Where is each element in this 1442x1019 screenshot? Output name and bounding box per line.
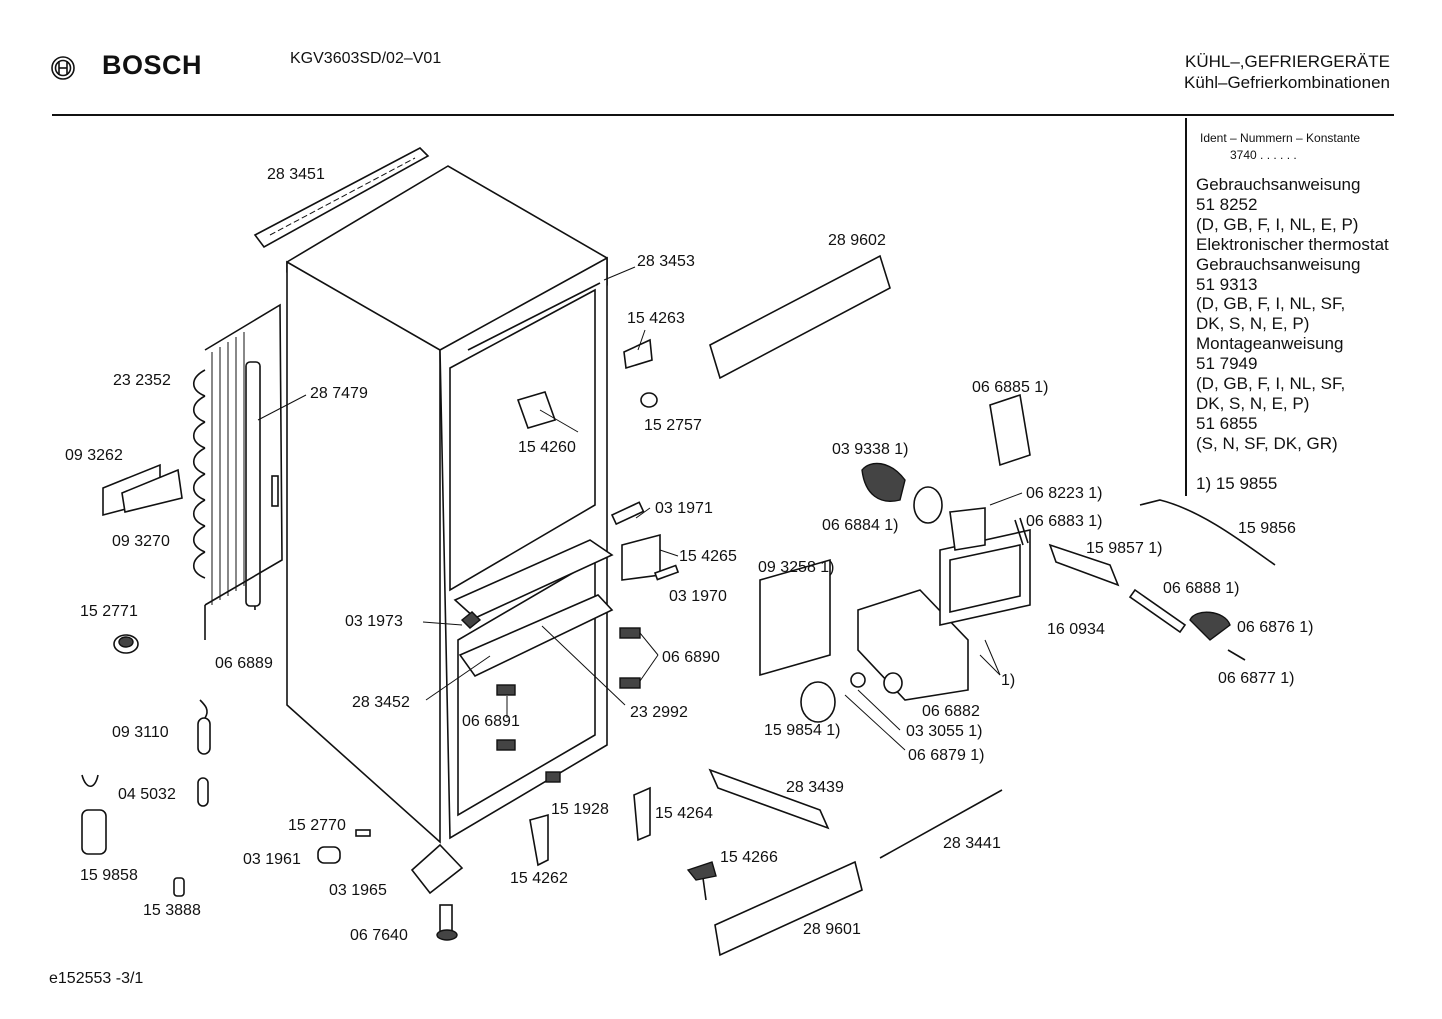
sidebar-line: Montageanweisung: [1196, 334, 1344, 354]
part-label: 06 6884 1): [822, 517, 899, 534]
part-label: 15 4265: [679, 548, 737, 565]
sidebar-footnote: 1) 15 9855: [1196, 474, 1278, 493]
part-label: 15 4262: [510, 870, 568, 887]
sidebar-line: Elektronischer thermostat: [1196, 234, 1389, 254]
hinge-parts: [317, 338, 680, 941]
part-label: 28 9602: [828, 232, 886, 249]
sidebar-line: 51 9313: [1196, 274, 1258, 294]
part-label: 28 3452: [352, 694, 410, 711]
part-label: 15 1928: [551, 801, 609, 818]
sidebar-heading: Ident – Nummern – Konstante: [1200, 131, 1361, 145]
part-label: 15 4264: [655, 805, 713, 822]
cabinet-body-part: [245, 165, 608, 844]
part-label: 06 6876 1): [1237, 619, 1314, 636]
category-subtitle: Kühl–Gefrierkombinationen: [1183, 73, 1390, 92]
sidebar-line: DK, S, N, E, P): [1196, 393, 1310, 413]
part-label: 1): [1001, 672, 1016, 689]
sidebar-line: (D, GB, F, I, NL, SF,: [1196, 374, 1346, 394]
sidebar-document-list: Gebrauchsanweisung 51 8252 (D, GB, F, I,…: [1196, 175, 1389, 454]
part-label: 06 7640: [350, 927, 408, 944]
sidebar-line: Gebrauchsanweisung: [1196, 175, 1361, 194]
top-grille-part: [253, 147, 430, 249]
part-label: 03 1971: [655, 500, 713, 517]
sidebar-line: DK, S, N, E, P): [1196, 314, 1310, 334]
sidebar-line: 51 6855: [1196, 413, 1258, 433]
part-label: 06 6891: [462, 713, 520, 730]
part-label: 09 3270: [112, 533, 170, 550]
thermostat-parts: [759, 393, 1276, 723]
part-label: 15 9857 1): [1086, 540, 1163, 557]
part-label: 06 6883 1): [1026, 513, 1103, 530]
part-label: 28 3441: [943, 835, 1001, 852]
part-label: 03 3055 1): [906, 723, 983, 740]
brand-name: BOSCH: [102, 50, 203, 80]
part-label: 15 2770: [288, 817, 346, 834]
part-label: 03 1965: [329, 882, 387, 899]
sidebar-line: 51 7949: [1196, 354, 1258, 374]
part-label: 28 3453: [637, 253, 695, 270]
part-label: 06 6885 1): [972, 379, 1049, 396]
bosch-logo-icon: [51, 56, 75, 80]
sidebar-line: Gebrauchsanweisung: [1196, 254, 1361, 274]
category-title: KÜHL–,GEFRIERGERÄTE: [1185, 52, 1390, 71]
document-code: e152553 -3/1: [49, 970, 144, 987]
part-label: 15 3888: [143, 902, 201, 919]
part-label: 15 4260: [518, 439, 576, 456]
part-label: 03 9338 1): [832, 441, 909, 458]
sidebar-divider: [1185, 118, 1187, 496]
part-label: 15 4263: [627, 310, 685, 327]
part-label: 28 3439: [786, 779, 844, 796]
part-label: 04 5032: [118, 786, 176, 803]
part-label: 28 7479: [310, 385, 368, 402]
part-label: 06 6888 1): [1163, 580, 1240, 597]
part-label: 23 2992: [630, 704, 688, 721]
part-label: 09 3110: [112, 724, 169, 741]
sidebar-line: (D, GB, F, I, NL, E, P): [1196, 214, 1359, 234]
header-divider: [52, 114, 1394, 116]
knob-part: [113, 634, 139, 654]
part-label: 09 3258 1): [758, 559, 835, 576]
part-label: 06 6890: [662, 649, 720, 666]
panel-parts: [686, 254, 1003, 957]
part-label: 06 6882: [922, 703, 980, 720]
part-label: 15 9856: [1238, 520, 1296, 537]
sensor-parts: [81, 699, 211, 897]
part-label: 03 1970: [669, 588, 727, 605]
part-label: 06 6877 1): [1218, 670, 1295, 687]
part-label: 23 2352: [113, 372, 171, 389]
part-label: 03 1961: [243, 851, 301, 868]
sidebar-line: (D, GB, F, I, NL, SF,: [1196, 294, 1346, 314]
part-label: 15 9854 1): [764, 722, 841, 739]
leader-lines: [257, 266, 1023, 751]
shelf-parts: [453, 501, 645, 783]
ident-number: 3740 . . . . . .: [1230, 148, 1297, 162]
part-label: 06 8223 1): [1026, 485, 1103, 502]
container-part: [102, 463, 183, 517]
part-label: 15 9858: [80, 867, 138, 884]
part-label: 28 9601: [803, 921, 861, 938]
part-label: 28 3451: [267, 166, 325, 183]
part-label: 15 2771: [80, 603, 138, 620]
part-label: 15 4266: [720, 849, 778, 866]
part-label: 06 6879 1): [908, 747, 985, 764]
model-number: KGV3603SD/02–V01: [290, 50, 442, 67]
part-label: 09 3262: [65, 447, 123, 464]
part-label: 03 1973: [345, 613, 403, 630]
sidebar-line: (S, N, SF, DK, GR): [1196, 433, 1338, 453]
part-label: 15 2757: [644, 417, 702, 434]
condenser-coil-part: [192, 303, 283, 640]
part-label: 06 6889: [215, 655, 273, 672]
sidebar-line: 51 8252: [1196, 194, 1258, 214]
part-label: 16 0934: [1047, 621, 1105, 638]
